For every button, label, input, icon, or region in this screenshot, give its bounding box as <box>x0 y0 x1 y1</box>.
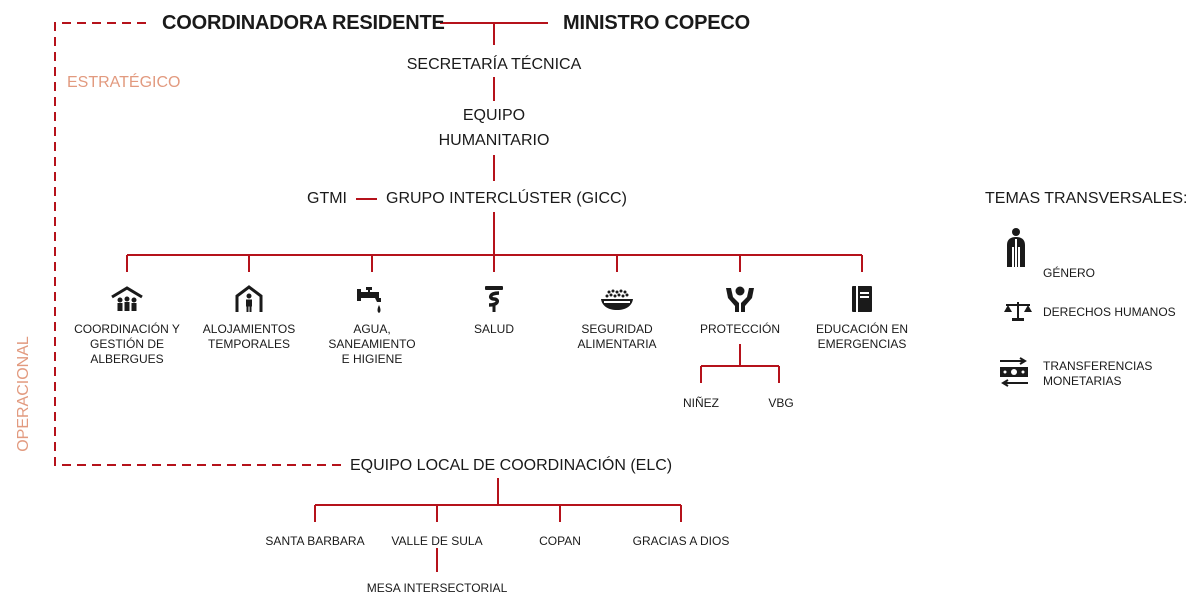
protection-hands-icon <box>726 286 754 312</box>
equipo-humanitario-line1: EQUIPO <box>462 107 526 124</box>
grupo-intercluster: GRUPO INTERCLÚSTER (GICC) <box>386 190 627 207</box>
cluster-label-alojamientos: ALOJAMIENTOS TEMPORALES <box>202 322 296 351</box>
coordinadora-residente: COORDINADORA RESIDENTE <box>162 12 445 34</box>
strategic-label: ESTRATÉGICO <box>67 74 181 91</box>
cluster-label-salud: SALUD <box>473 322 514 336</box>
transversal-title: TEMAS TRANSVERSALES: <box>985 190 1188 207</box>
gtmi: GTMI <box>307 190 347 207</box>
cluster-label-proteccion: PROTECCIÓN <box>699 322 780 336</box>
strategic-dashed-line <box>54 22 342 466</box>
book-icon <box>852 286 872 312</box>
equipo-humanitario-line2: HUMANITARIO <box>438 132 550 149</box>
food-bowl-icon <box>601 289 633 310</box>
cluster-label-albergues: COORDINACIÓN Y GESTIÓN DE ALBERGUES <box>74 322 180 366</box>
house-person-icon <box>235 285 263 312</box>
money-transfer-icon <box>1000 357 1028 387</box>
mesa-intersectorial: MESA INTERSECTORIAL <box>366 581 508 595</box>
top-connector <box>440 22 548 45</box>
sub-vbg: VBG <box>768 396 794 410</box>
gender-person-icon <box>1007 228 1025 267</box>
health-icon <box>485 286 503 312</box>
local-copan: COPAN <box>539 534 581 548</box>
ministro-copeco: MINISTRO COPECO <box>563 12 751 34</box>
local-gracias-a-dios: GRACIAS A DIOS <box>632 534 730 548</box>
local-valle-de-sula: VALLE DE SULA <box>391 534 483 548</box>
secretaria-tecnica: SECRETARÍA TÉCNICA <box>406 56 582 73</box>
shelter-people-icon <box>111 286 143 311</box>
operational-label: OPERACIONAL <box>14 336 32 452</box>
cluster-drops <box>126 255 863 272</box>
equipo-local-coordinacion: EQUIPO LOCAL DE COORDINACIÓN (ELC) <box>350 457 673 474</box>
sub-ninez: NIÑEZ <box>683 396 719 410</box>
scales-icon <box>1004 302 1032 321</box>
local-santa-barbara: SANTA BARBARA <box>265 534 365 548</box>
protection-sub-connector <box>700 344 780 383</box>
cluster-label-seguridad: SEGURIDAD ALIMENTARIA <box>577 322 657 351</box>
transversal-derechos: DERECHOS HUMANOS <box>1043 305 1176 319</box>
cluster-label-agua: AGUA, SANEAMIENTO E HIGIENE <box>328 322 416 366</box>
cluster-label-educacion: EDUCACIÓN EN EMERGENCIAS <box>815 322 908 351</box>
elc-connector <box>314 478 682 572</box>
transversal-transferencias: TRANSFERENCIAS MONETARIAS <box>1043 359 1153 388</box>
transversal-genero: GÉNERO <box>1043 266 1096 280</box>
water-tap-icon <box>357 287 381 313</box>
